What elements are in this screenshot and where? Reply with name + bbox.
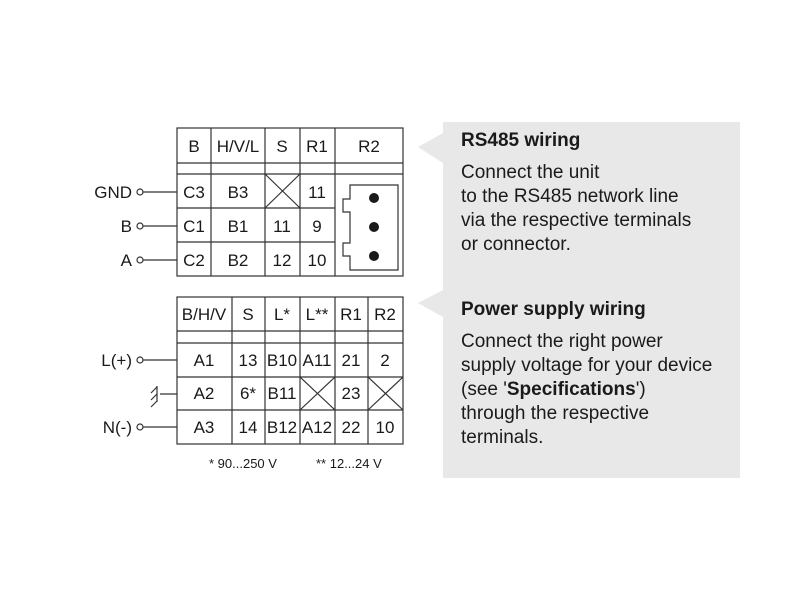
table-cell: A3 — [194, 418, 215, 437]
power-header-s: S — [242, 305, 253, 324]
table-cell: 2 — [380, 351, 389, 370]
table-cell: B1 — [228, 217, 249, 236]
terminal-label-l-plus: L(+) — [101, 351, 132, 370]
table-cell: 6* — [240, 384, 256, 403]
rs485-connector — [342, 184, 399, 271]
power-leads — [136, 356, 177, 431]
power-header-l2: L** — [306, 305, 329, 324]
table-cell: 9 — [312, 217, 321, 236]
power-text-post: ') — [635, 379, 646, 400]
table-cell: 14 — [239, 418, 258, 437]
table-cell: A2 — [194, 384, 215, 403]
power-header-bhv: B/H/V — [182, 305, 227, 324]
power-text-pre: (see ' — [461, 379, 507, 400]
connector-pin — [369, 251, 379, 261]
table-cell: B10 — [267, 351, 297, 370]
connector-pins — [369, 193, 379, 261]
footnote-12-24: ** 12...24 V — [316, 456, 382, 471]
table-cell: 12 — [273, 251, 292, 270]
power-header-r1: R1 — [340, 305, 362, 324]
power-table — [176, 296, 404, 445]
table-cell: 13 — [239, 351, 258, 370]
specifications-ref: Specifications — [506, 379, 636, 400]
terminal-label-n-minus: N(-) — [103, 418, 132, 437]
rs485-header-hvl: H/V/L — [217, 137, 260, 156]
power-text-line: supply voltage for your device — [461, 355, 713, 376]
terminal-leads — [136, 188, 177, 264]
power-text-line: Connect the right power — [461, 331, 663, 352]
table-cell: C1 — [183, 217, 205, 236]
rs485-table — [176, 127, 404, 277]
table-cell: B2 — [228, 251, 249, 270]
rs485-header-r1: R1 — [306, 137, 328, 156]
table-cell: 10 — [376, 418, 395, 437]
rs485-info: RS485 wiring Connect the unit to the RS4… — [461, 130, 751, 257]
table-cell: B12 — [267, 418, 297, 437]
rs485-text-line: or connector. — [461, 234, 571, 255]
connector-pin — [369, 222, 379, 232]
table-cell: A1 — [194, 351, 215, 370]
rs485-header-b: B — [188, 137, 199, 156]
table-cell: 22 — [342, 418, 361, 437]
table-cell: 11 — [308, 183, 326, 202]
terminal-label-a: A — [121, 251, 133, 270]
rs485-text-line: via the respective terminals — [461, 210, 692, 231]
power-header-r2: R2 — [374, 305, 396, 324]
table-cell: 23 — [342, 384, 361, 403]
footnote-90-250: * 90...250 V — [209, 456, 277, 471]
power-header-l1: L* — [274, 305, 290, 324]
table-cell: 21 — [342, 351, 361, 370]
connector-pin — [369, 193, 379, 203]
power-text-line: (see 'Specifications') — [461, 378, 751, 402]
table-cell: B3 — [228, 183, 249, 202]
table-cell: B11 — [268, 384, 297, 403]
table-cell: A12 — [302, 418, 332, 437]
table-cell: 10 — [308, 251, 327, 270]
table-cell: A11 — [303, 351, 332, 370]
power-title: Power supply wiring — [461, 299, 646, 320]
rs485-text-line: Connect the unit — [461, 162, 600, 183]
rs485-title: RS485 wiring — [461, 130, 581, 151]
power-text-line: through the respective — [461, 403, 650, 424]
power-info: Power supply wiring Connect the right po… — [461, 299, 751, 450]
table-cell: C2 — [183, 251, 205, 270]
power-text-line: terminals. — [461, 427, 544, 448]
rs485-text-line: to the RS485 network line — [461, 186, 679, 207]
table-cell: 11 — [273, 217, 291, 236]
terminal-label-b: B — [121, 217, 132, 236]
table-cell: C3 — [183, 183, 205, 202]
info-panel — [418, 122, 740, 478]
ground-icon — [150, 386, 177, 408]
terminal-label-gnd: GND — [94, 183, 132, 202]
rs485-header-s: S — [276, 137, 287, 156]
rs485-header-r2: R2 — [358, 137, 380, 156]
